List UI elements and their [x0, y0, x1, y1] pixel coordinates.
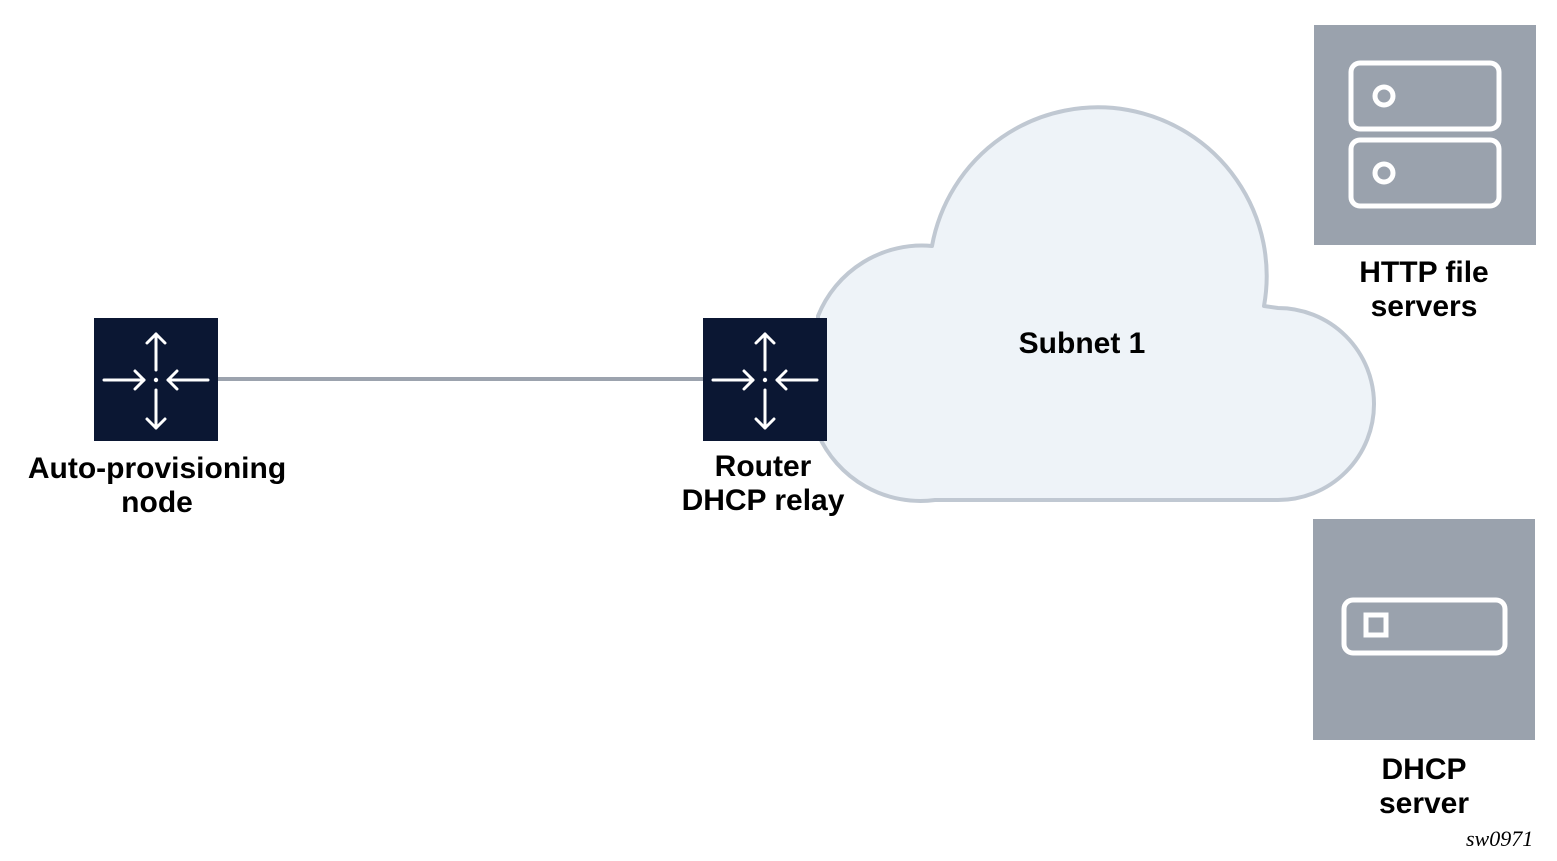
- figure-id: sw0971: [1466, 826, 1534, 851]
- http-servers-line2: servers: [1370, 290, 1478, 323]
- router-icon: [94, 318, 218, 441]
- dhcp-server-line2: server: [1378, 787, 1470, 820]
- router-line1: Router: [714, 450, 812, 483]
- auto-provisioning-line1: Auto-provisioning: [27, 452, 287, 485]
- server-icon: [1313, 519, 1535, 740]
- dhcp-server-line1: DHCP: [1381, 753, 1467, 786]
- router-relay-icon: [703, 318, 827, 441]
- dhcp-server-label: DHCP server: [1379, 753, 1469, 821]
- http-servers-label: HTTP file servers: [1359, 256, 1488, 324]
- server-stack-icon: [1314, 25, 1536, 245]
- auto-provisioning-node-label: Auto-provisioning node: [28, 452, 286, 520]
- router-label: Router DHCP relay: [682, 450, 845, 518]
- cloud-icon: [816, 105, 1376, 503]
- auto-provisioning-line2: node: [121, 486, 193, 519]
- http-servers-line1: HTTP file: [1359, 256, 1489, 289]
- subnet-label: Subnet 1: [1018, 327, 1146, 360]
- router-line2: DHCP relay: [681, 484, 845, 517]
